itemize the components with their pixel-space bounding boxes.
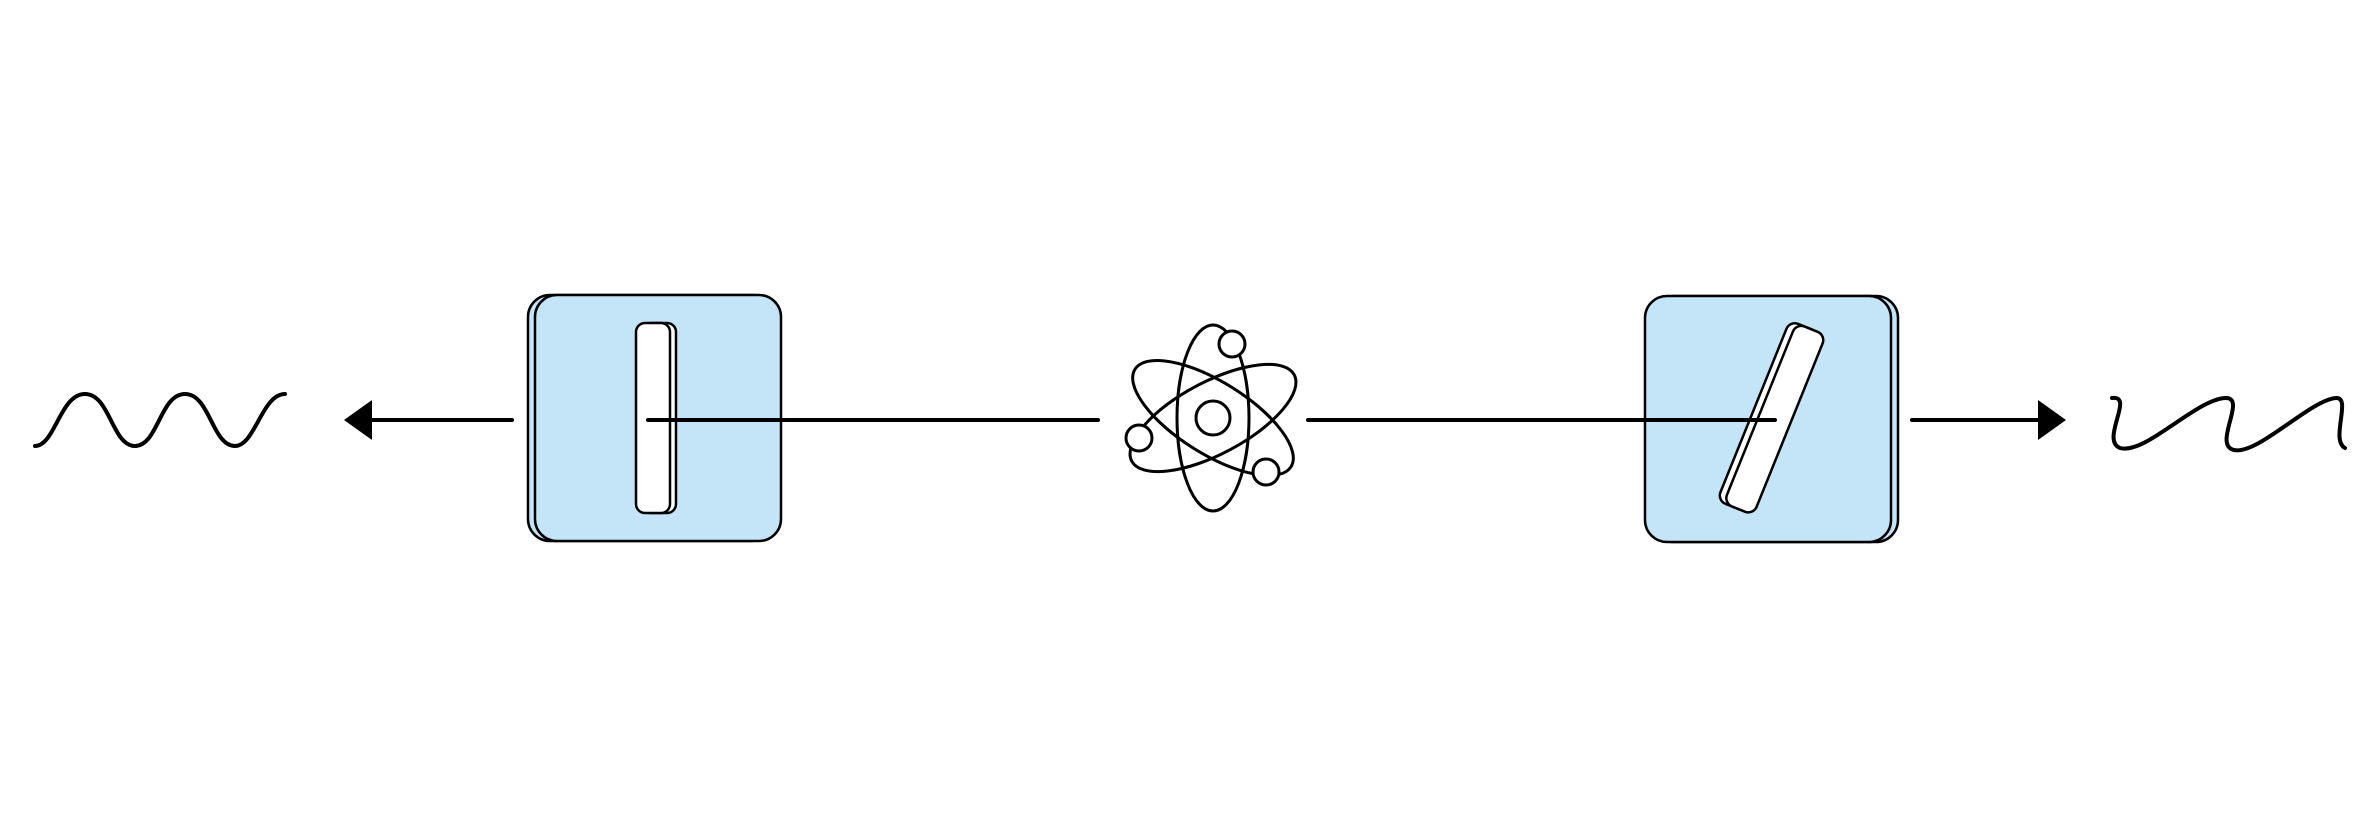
polarizer-right [1643, 294, 1900, 544]
sine-wave-icon [33, 392, 287, 448]
distorted-wave-icon [2110, 395, 2347, 453]
atom-icon [1124, 323, 1298, 513]
arrow-right-icon [1910, 400, 2066, 440]
arrow-left-icon [344, 400, 514, 440]
